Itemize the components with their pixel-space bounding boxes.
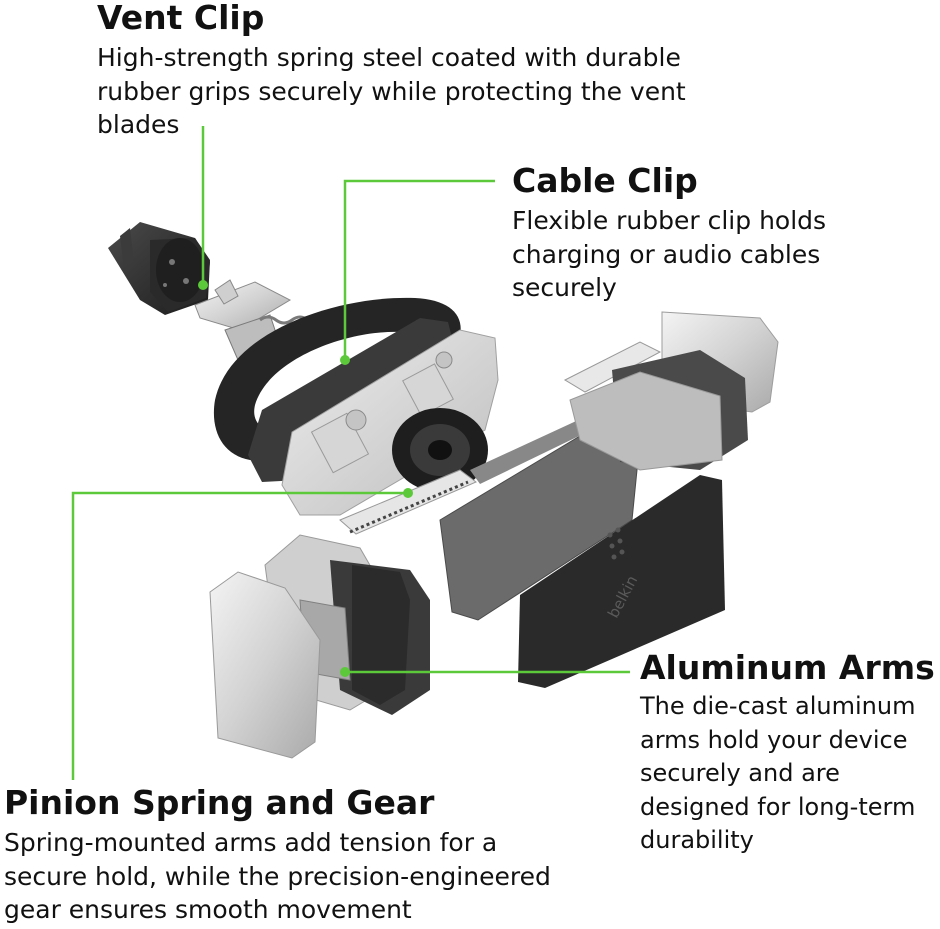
vent-clip-title: Vent Clip	[97, 0, 265, 37]
left-aluminum-cap	[209, 571, 321, 759]
pinion-desc-line-2: secure hold, while the precision-enginee…	[4, 861, 551, 891]
callout-leader-dots	[198, 280, 413, 677]
pinion-desc-line-3: gear ensures smooth movement	[4, 895, 412, 924]
gear-rack	[339, 469, 477, 535]
pinion-spring-gear-title: Pinion Spring and Gear	[4, 783, 435, 822]
pinion-spring-gear-leader	[71, 491, 408, 780]
pinion-desc-line-1: Spring-mounted arms add tension for a	[4, 828, 498, 857]
translucent-housing	[281, 329, 499, 516]
vent-clip-part	[108, 222, 210, 315]
cable-clip-desc-line-1: Flexible rubber clip holds	[512, 206, 827, 235]
aluminum-arms-desc-line-5: durability	[640, 826, 754, 854]
vent-clip-desc-line-1: High-strength spring steel coated with d…	[97, 43, 681, 72]
cable-clip-leader	[343, 179, 495, 360]
pinion-spring-gear-dot	[403, 488, 413, 498]
cable-clip-description: Flexible rubber clip holds charging or a…	[512, 204, 826, 305]
aluminum-arms-desc-line-2: arms hold your device	[640, 725, 908, 754]
cable-clip-dot	[340, 355, 350, 365]
vent-clip-desc-line-3: blades	[97, 110, 180, 139]
aluminum-arms-dot	[340, 667, 350, 677]
callout-leader-lines	[71, 126, 630, 780]
aluminum-arms-description: The die-cast aluminum arms hold your dev…	[640, 690, 915, 858]
vent-clip-desc-line-2: rubber grips securely while protecting t…	[97, 76, 686, 106]
cable-clip-title: Cable Clip	[512, 161, 698, 200]
cable-clip-desc-line-3: securely	[512, 273, 617, 302]
vent-clip-description: High-strength spring steel coated with d…	[97, 41, 686, 142]
front-grip-plate: belkin	[518, 475, 725, 688]
aluminum-arms-desc-line-3: securely and are	[640, 759, 840, 787]
right-aluminum-arm	[563, 311, 779, 471]
pinion-gear	[392, 408, 488, 492]
aluminum-arms-title: Aluminum Arms	[640, 648, 935, 687]
vent-clip-dot	[198, 280, 208, 290]
pinion-spring-gear-description: Spring-mounted arms add tension for a se…	[4, 826, 551, 927]
cable-clip-desc-line-2: charging or audio cables	[512, 239, 821, 269]
aluminum-arms-desc-line-4: designed for long-term	[640, 792, 916, 821]
aluminum-arms-desc-line-1: The die-cast aluminum	[640, 692, 916, 720]
